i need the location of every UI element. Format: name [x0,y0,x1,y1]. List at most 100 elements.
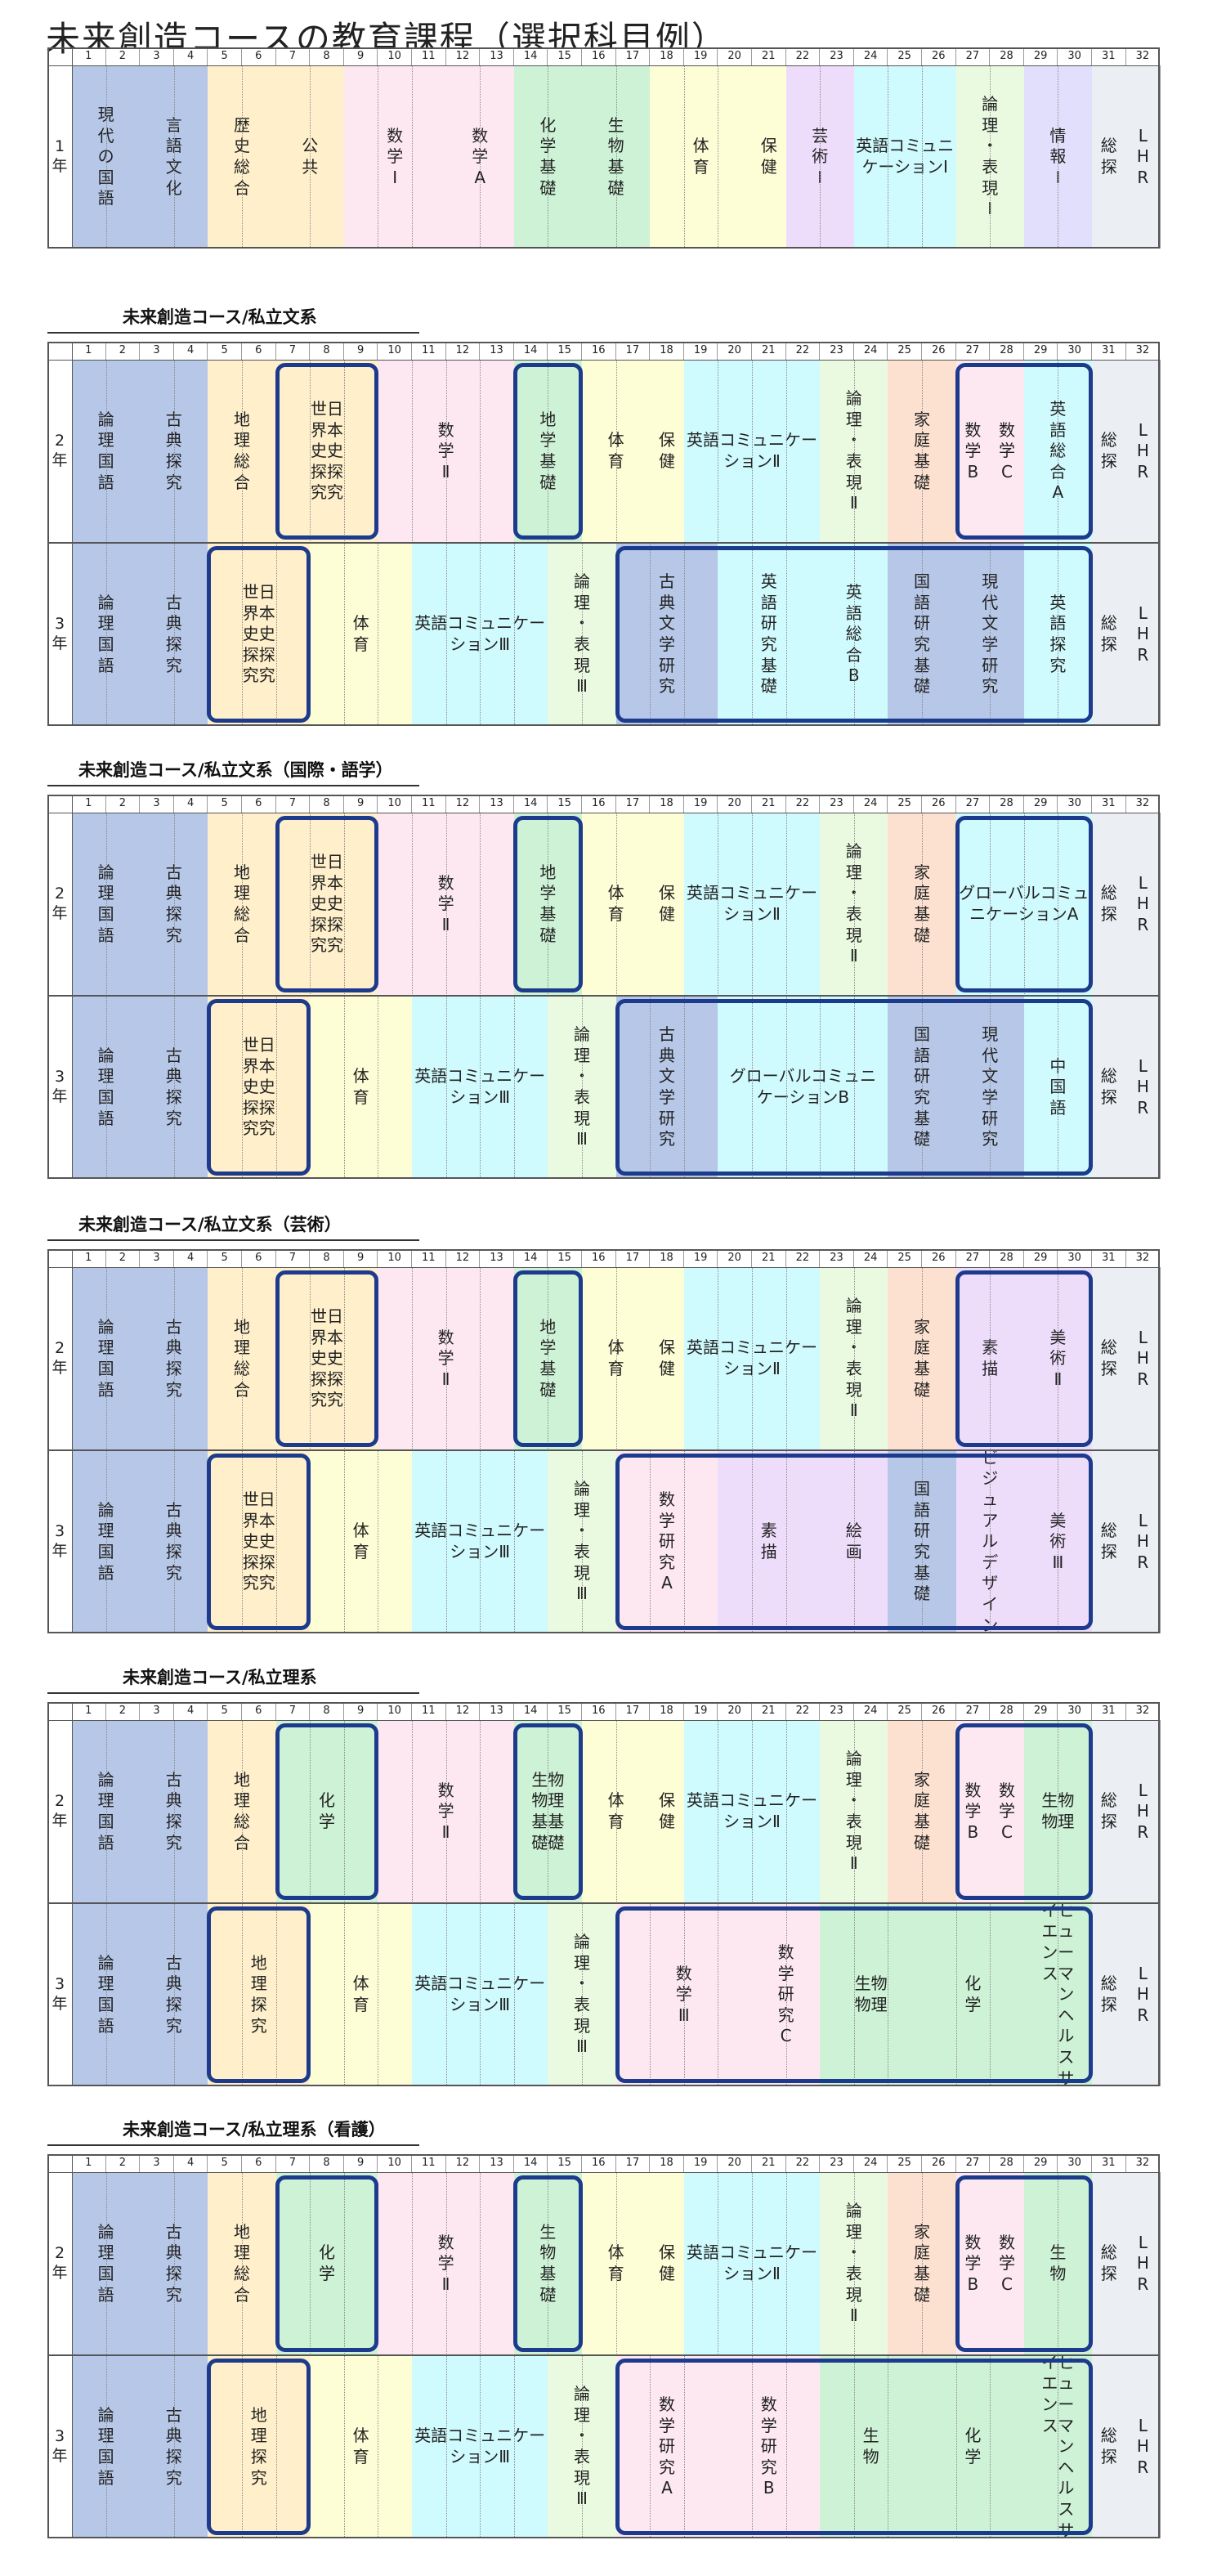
subject-cell: 数 学 Ⅱ [378,813,514,996]
period-number: 28 [990,342,1024,360]
period-number: 31 [1092,795,1126,813]
period-number: 8 [310,1249,344,1267]
period-divider [343,1903,345,2086]
subject-cell: 総 探 [1092,360,1126,543]
period-divider [445,1720,447,1903]
period-divider [275,996,277,1179]
period-divider [853,1450,855,1633]
subject-cell: 数 学 Ⅲ [615,1903,752,2086]
period-number: 6 [242,342,276,360]
year-label: 1 年 [51,137,68,175]
period-divider [990,1903,991,2086]
period-divider [582,996,583,1179]
period-number: 24 [853,1249,888,1267]
section-title: 未来創造コース/私立文系（芸術） [78,1215,342,1234]
period-number: 4 [173,342,208,360]
period-divider [990,1267,991,1450]
period-number: 18 [650,342,684,360]
period-number: 7 [275,47,311,65]
subject-cell: 英語コミュニケー ションⅡ [683,1267,821,1450]
period-number: 30 [1058,1702,1092,1720]
period-divider [343,1267,345,1450]
subject-divider [1160,813,1161,996]
year-label: 3 年 [51,1068,68,1105]
period-divider [310,65,311,249]
period-number: 1 [72,1249,106,1267]
subject-cell: 総 探 [1092,1267,1126,1450]
period-number: 26 [922,342,956,360]
period-divider [275,543,277,726]
period-number: 28 [990,795,1024,813]
period-divider [683,1903,685,2086]
year-label: 2 年 [51,1792,68,1830]
period-number: 20 [718,342,752,360]
year-column-divider [72,795,73,1179]
subject-cell: 古 典 探 究 [140,1450,208,1633]
period-number: 26 [922,1702,956,1720]
period-divider [412,1720,413,1903]
period-divider [922,543,923,726]
period-number: 14 [513,1249,548,1267]
period-number: 9 [343,47,378,65]
period-number: 29 [1023,47,1058,65]
period-divider [820,996,821,1179]
period-divider [752,1267,753,1450]
header-separator [47,1267,1161,1268]
subject-cell: 英語コミュニケー ションⅡ [683,360,821,543]
subject-cell: 体 育 [310,543,412,726]
subject-cell: 生物 物理 [820,1903,922,2086]
period-divider [752,1720,753,1903]
period-divider [105,1720,107,1903]
period-number: 10 [378,342,412,360]
subject-cell: 世日 界本 史史 探探 究究 [208,1450,311,1633]
section-title: 未来創造コース/私立文系（国際・語学） [78,760,393,780]
period-number: 28 [990,47,1024,65]
subject-cell: 論 理 ・ 表 現 Ⅱ [820,1720,888,1903]
subject-cell: 英語コミュニケー ションⅡ [683,1720,821,1903]
subject-cell: 論 理 ・ 表 現 Ⅲ [548,543,616,726]
period-number: 27 [955,1249,991,1267]
year-column-divider [72,342,73,726]
period-divider [173,1450,175,1633]
period-number: 9 [343,1702,378,1720]
period-number: 12 [445,342,481,360]
period-number: 16 [582,342,616,360]
period-divider [785,813,787,996]
period-number: 9 [343,342,378,360]
subject-cell: L H R [1125,65,1161,249]
period-divider [480,360,481,543]
period-number: 17 [615,1249,651,1267]
period-number: 31 [1092,1249,1126,1267]
period-number: 27 [955,795,991,813]
period-divider [173,543,175,726]
year-column-divider [72,47,73,249]
subject-cell: 世日 界本 史史 探探 究究 [208,543,311,726]
period-divider [955,1903,957,2086]
period-number: 13 [480,1249,514,1267]
period-number: 2 [105,1702,141,1720]
period-number: 7 [275,795,311,813]
period-number: 5 [208,342,242,360]
period-number: 2 [105,1249,141,1267]
period-number: 16 [582,1702,616,1720]
period-divider [445,360,447,543]
subject-cell: L H R [1125,813,1161,996]
period-number: 24 [853,1702,888,1720]
period-divider [853,996,855,1179]
subject-cell: L H R [1125,1267,1161,1450]
period-number: 28 [990,1702,1024,1720]
period-number: 7 [275,1249,311,1267]
period-number: 18 [650,47,684,65]
period-number: 3 [140,47,174,65]
subject-cell: 総 探 [1092,1720,1126,1903]
period-number: 14 [513,47,548,65]
period-number: 18 [650,1702,684,1720]
period-number: 22 [785,47,821,65]
period-divider [105,543,107,726]
subject-cell: 体 育 [310,996,412,1179]
row-separator [47,1449,1161,1451]
subject-cell: 数 学 C [990,360,1024,543]
period-number: 12 [445,47,481,65]
period-number: 17 [615,795,651,813]
period-divider [752,360,753,543]
